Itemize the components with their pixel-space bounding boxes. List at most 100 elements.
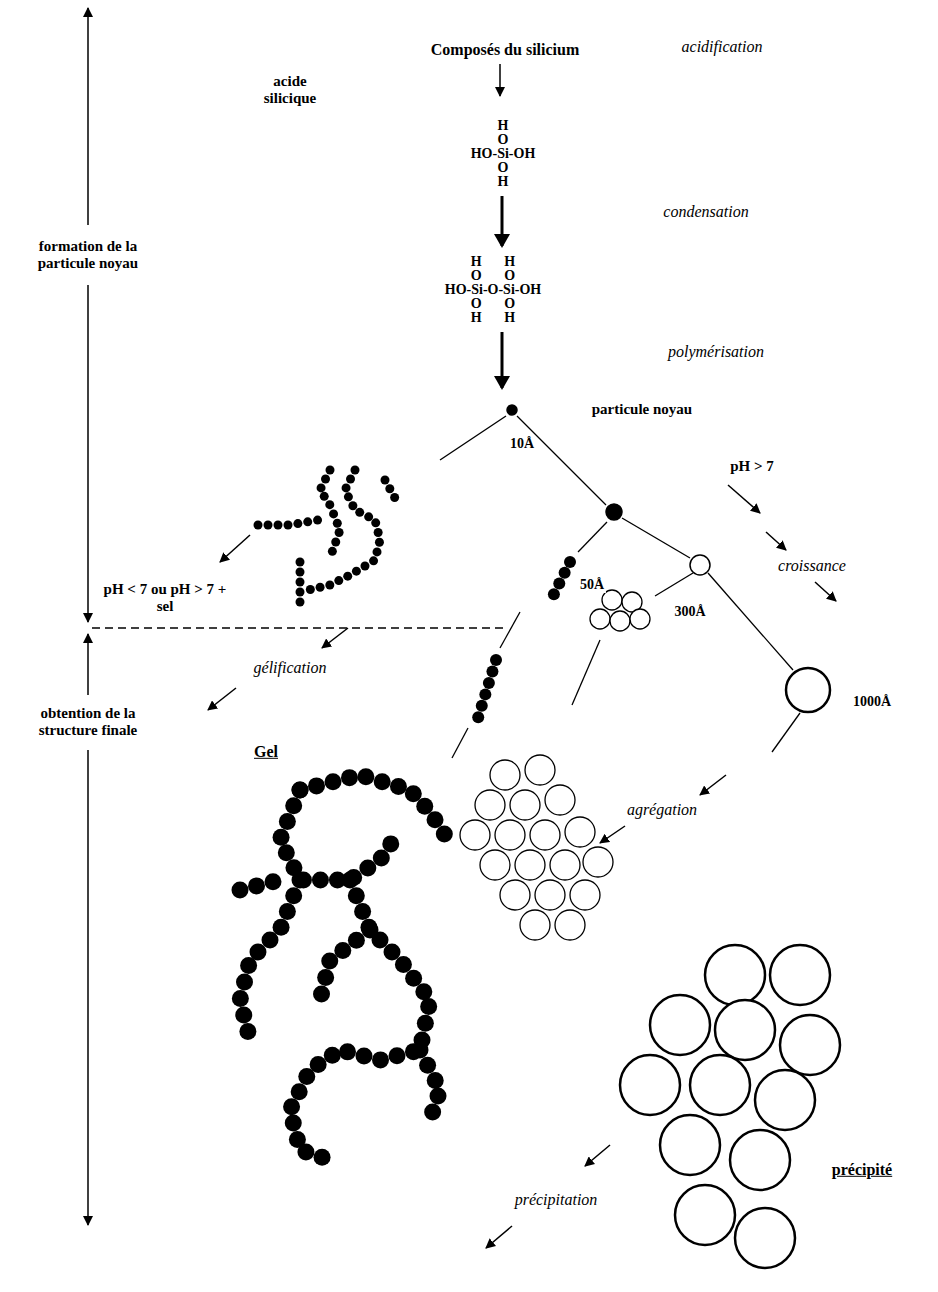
process-arrow <box>600 826 625 843</box>
annotation-label: 1000Å <box>851 694 893 710</box>
particle-dot <box>354 903 371 920</box>
particle-dot <box>303 517 312 526</box>
particle-dot <box>325 500 334 509</box>
particle-dot <box>325 581 334 590</box>
annotation-label: pH > 7 <box>728 458 776 475</box>
aggregate <box>460 755 613 940</box>
particle-dot <box>296 578 305 587</box>
particle-dot <box>405 785 422 802</box>
particle-dot <box>342 483 351 492</box>
particle-dot <box>296 558 305 567</box>
particle-ring <box>500 880 530 910</box>
particle-dot <box>313 985 330 1002</box>
dashed-divider <box>92 627 505 629</box>
particle-ring <box>660 1115 720 1175</box>
particle-dot <box>292 872 309 889</box>
particle-dot <box>341 769 358 786</box>
particle-dot <box>430 1087 447 1104</box>
formula-text: H <box>496 118 511 134</box>
process-arrow <box>322 628 348 648</box>
particle-dot <box>416 798 433 815</box>
branched-polymer <box>254 466 400 607</box>
particle-ring <box>550 850 580 880</box>
particle-dot <box>372 1051 389 1068</box>
particle-dot <box>296 588 305 597</box>
particle-dot <box>559 567 571 579</box>
formula-text: O <box>469 296 484 312</box>
particle-dot <box>316 583 325 592</box>
particle-dot <box>306 585 315 594</box>
particle-ring <box>650 995 710 1055</box>
annotation-label: particule noyau <box>590 401 694 418</box>
particle-dot <box>352 567 361 576</box>
formula-text: O <box>496 132 511 148</box>
particle-dot <box>436 825 453 842</box>
particle-dot <box>346 474 355 483</box>
particle-ring <box>705 945 765 1005</box>
particle-dot <box>385 484 394 493</box>
formula-text: O <box>496 160 511 176</box>
particle-dot <box>374 528 383 537</box>
particle-dot <box>264 873 281 890</box>
particle-dot <box>362 922 379 939</box>
particle-dot <box>232 882 249 899</box>
particle-dot <box>553 577 565 589</box>
particle-dot <box>476 700 488 712</box>
particle-dot <box>273 829 290 846</box>
particle-ring <box>545 785 575 815</box>
particle-dot <box>382 835 399 852</box>
branch-line <box>517 416 606 505</box>
process-arrow <box>220 535 250 562</box>
particle-ring <box>495 820 525 850</box>
annotation-label: pH < 7 ou pH > 7 + sel <box>101 581 230 616</box>
particle-dot <box>390 778 407 795</box>
particle-dot <box>317 969 334 986</box>
particle-dot <box>417 1015 434 1032</box>
particle-dot <box>285 797 302 814</box>
annotation-label: 300Å <box>672 604 707 620</box>
process-label: agrégation <box>625 801 699 819</box>
particle-dot <box>375 538 384 547</box>
process-arrow <box>486 1226 512 1248</box>
particle-dot <box>292 782 309 799</box>
particle-dot <box>339 1043 356 1060</box>
particle-ring <box>555 910 585 940</box>
particle-dot <box>419 1057 436 1074</box>
particle-dot <box>326 466 335 475</box>
particle-dot <box>357 768 374 785</box>
particle-ring <box>735 1208 795 1268</box>
span-arrow <box>87 634 89 695</box>
particle-dot <box>427 1072 444 1089</box>
particle-dot <box>472 711 484 723</box>
formula-text: H <box>469 310 484 326</box>
precipitate-particles <box>620 945 840 1268</box>
process-label: gélification <box>252 659 329 677</box>
small-aggregate <box>590 590 650 631</box>
particle-dot <box>313 516 322 525</box>
particle-dot <box>479 688 491 700</box>
particle-ring <box>535 880 565 910</box>
particle-dot <box>248 877 265 894</box>
process-label: condensation <box>661 203 750 221</box>
particle-dot <box>351 466 360 475</box>
particle-ring <box>590 609 610 629</box>
particle-dot <box>381 476 390 485</box>
gel-network <box>232 768 453 1166</box>
particle-ring <box>610 611 630 631</box>
particle-dot <box>348 501 357 510</box>
particle-ring <box>583 847 613 877</box>
particle-dot <box>483 677 495 689</box>
particle-dot <box>285 1115 302 1132</box>
particle-ring <box>520 910 550 940</box>
particle-dot <box>239 1023 256 1040</box>
particle-dot <box>333 519 342 528</box>
process-arrow <box>700 775 726 795</box>
step-arrow <box>499 64 501 96</box>
particle-dot <box>360 562 369 571</box>
particle-ring <box>675 1185 735 1245</box>
particle-ring <box>715 1000 775 1060</box>
particle-dot <box>373 850 390 867</box>
particle-ring <box>755 1070 815 1130</box>
particle-dot <box>343 572 352 581</box>
